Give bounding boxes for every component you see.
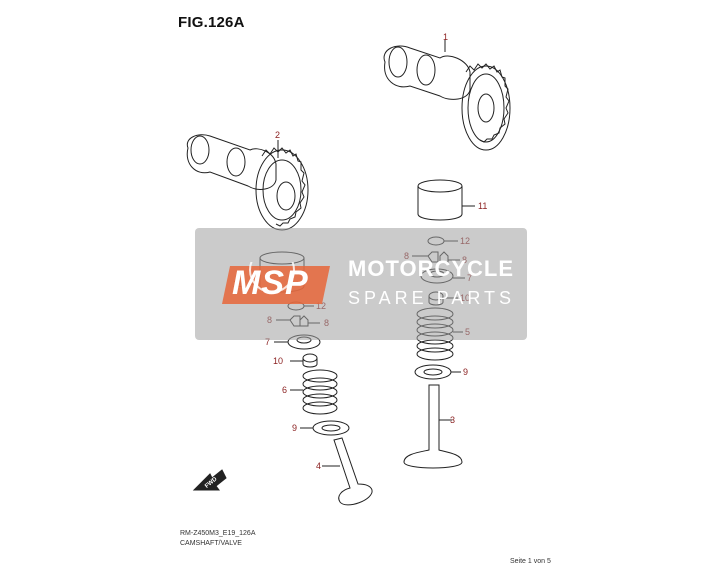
spring-6-part[interactable] <box>302 369 338 415</box>
footer-code: RM-Z450M3_E19_126A <box>180 530 256 537</box>
callout-9-right: 9 <box>463 367 468 377</box>
footer-page: Seite 1 von 5 <box>510 558 551 565</box>
callout-1: 1 <box>443 32 448 42</box>
callout-6: 6 <box>282 385 287 395</box>
callout-7-left: 7 <box>265 337 270 347</box>
valve-4-part[interactable] <box>333 437 373 506</box>
watermark-logo-text: MSP <box>232 264 309 302</box>
tappet-11-right-part[interactable] <box>417 179 463 221</box>
callout-11-right: 11 <box>478 201 487 211</box>
callout-3: 3 <box>450 415 455 425</box>
footer-caption: CAMSHAFT/VALVE <box>180 540 242 547</box>
seat-9-right-part[interactable] <box>414 364 452 380</box>
watermark-logo-icon <box>222 262 330 304</box>
callout-9-left: 9 <box>292 423 297 433</box>
callout-4: 4 <box>316 461 321 471</box>
valve-3-part[interactable] <box>403 384 463 469</box>
watermark-line1: MOTORCYCLE <box>348 256 515 281</box>
seal-10-left-part[interactable] <box>302 353 318 368</box>
fwd-arrow-icon <box>192 469 227 491</box>
callout-2: 2 <box>275 130 280 140</box>
seat-9-left-part[interactable] <box>312 420 350 436</box>
camshaft-1-part[interactable] <box>383 45 511 151</box>
callout-10-left: 10 <box>273 356 283 366</box>
figure-title: FIG.126A <box>178 14 245 31</box>
watermark-line2: SPARE PARTS <box>348 288 516 308</box>
camshaft-2-part[interactable] <box>186 134 309 231</box>
